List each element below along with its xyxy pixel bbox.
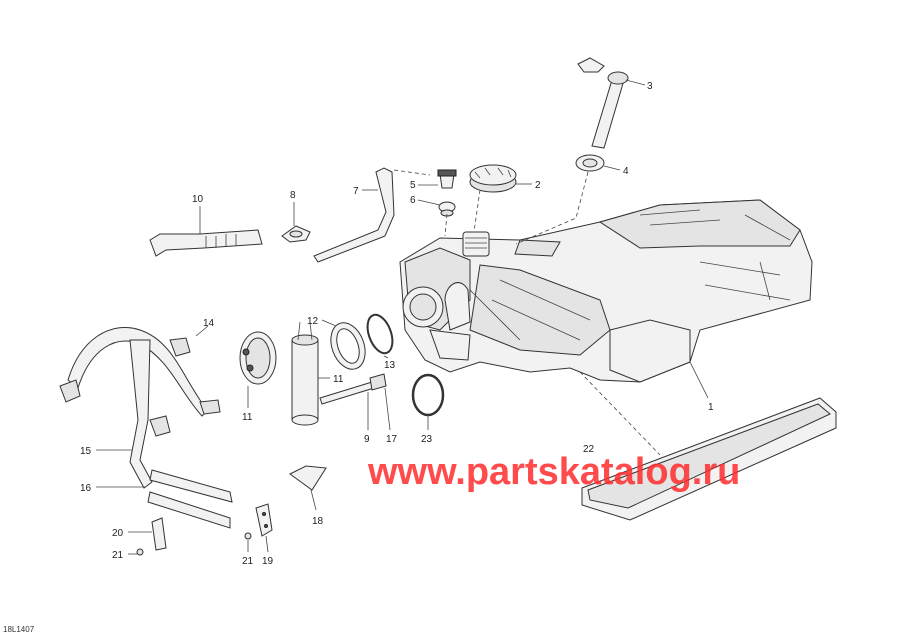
rollover-valve[interactable]: [437, 169, 457, 189]
leader-19: [265, 535, 269, 553]
filler-neck[interactable]: [577, 57, 629, 149]
callout-10: 10: [192, 194, 204, 205]
callout-13: 13: [384, 360, 396, 371]
callout-18: 18: [312, 516, 324, 527]
dash-neck-to-tank: [515, 171, 589, 245]
bolt-right[interactable]: [244, 532, 252, 540]
callout-14: 14: [203, 318, 215, 329]
hose-bracket-right[interactable]: [255, 503, 273, 537]
tank-gasket[interactable]: [411, 373, 445, 417]
callout-15: 15: [80, 446, 92, 457]
callout-1: 1: [708, 402, 714, 413]
dash-cap-to-tank: [473, 189, 481, 233]
callout-16: 16: [80, 483, 92, 494]
leader-3: [625, 79, 646, 86]
callout-21b: 21: [242, 556, 254, 567]
vent-hose[interactable]: [313, 167, 395, 263]
watermark-text: www.partskatalog.ru: [367, 451, 740, 493]
leader-17: [384, 387, 391, 431]
callout-8: 8: [290, 190, 296, 201]
bolt-left[interactable]: [136, 548, 144, 556]
leader-12: [321, 319, 337, 327]
filler-grommet[interactable]: [575, 154, 605, 172]
pump-gasket[interactable]: [363, 311, 397, 356]
callout-21a: 21: [112, 550, 124, 561]
callout-3: 3: [647, 81, 653, 92]
leader-1: [689, 361, 709, 399]
hose-clamp[interactable]: [281, 225, 311, 243]
callout-6: 6: [410, 195, 416, 206]
dash-vent: [393, 169, 431, 176]
fuel-hose-assembly[interactable]: [59, 326, 233, 529]
callout-11a: 11: [242, 412, 253, 423]
hose-bracket-left[interactable]: [151, 517, 167, 551]
fuel-cap[interactable]: [469, 164, 517, 193]
valve-grommet[interactable]: [438, 201, 456, 217]
fuel-sensor[interactable]: [319, 373, 387, 405]
leader-4: [603, 165, 621, 171]
callout-11b: 11: [333, 374, 344, 385]
leader-13: [383, 355, 389, 359]
pump-bracket[interactable]: [289, 465, 327, 491]
callout-9: 9: [364, 434, 370, 445]
fuel-tank[interactable]: [399, 199, 813, 383]
lock-ring[interactable]: [325, 318, 371, 374]
callout-17: 17: [386, 434, 398, 445]
callout-2: 2: [535, 180, 541, 191]
callout-12: 12: [307, 316, 319, 327]
leader-14: [195, 325, 209, 337]
leader-6: [417, 199, 441, 206]
callout-7: 7: [353, 186, 359, 197]
callout-4: 4: [623, 166, 629, 177]
callout-23: 23: [421, 434, 433, 445]
callout-22: 22: [583, 444, 595, 455]
callout-5: 5: [410, 180, 416, 191]
dash-valve: [444, 213, 448, 237]
callout-20: 20: [112, 528, 124, 539]
leader-22: [579, 371, 661, 456]
tank-pad[interactable]: [581, 397, 837, 521]
leader-18: [310, 489, 317, 511]
diagram-code: 18L1407: [3, 625, 35, 634]
fuel-pump-module[interactable]: [239, 321, 319, 426]
callout-19: 19: [262, 556, 274, 567]
